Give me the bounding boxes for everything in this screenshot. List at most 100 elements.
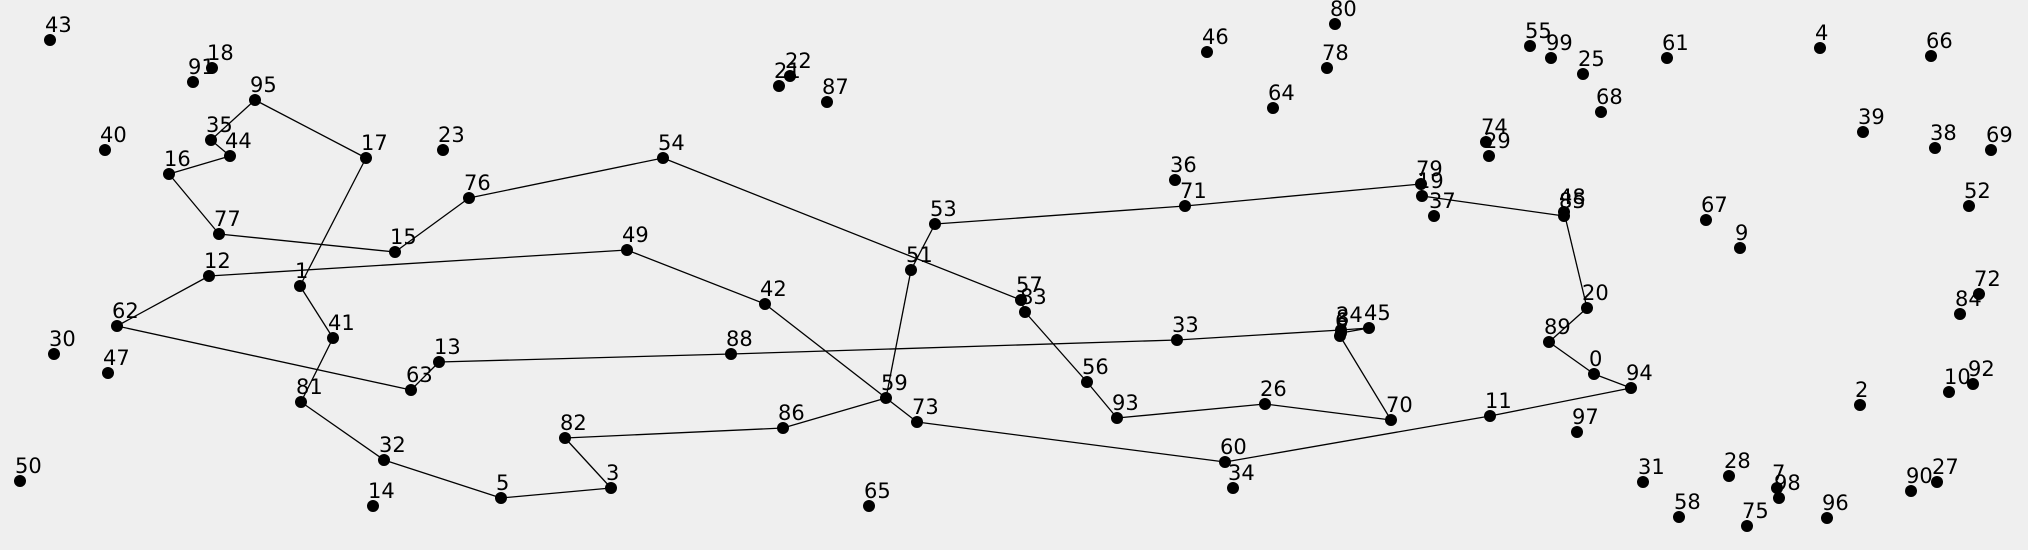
node-98 [1773, 492, 1785, 504]
edge-73-59 [885, 397, 918, 423]
node-18 [206, 62, 218, 74]
node-label-1: 1 [295, 259, 308, 283]
node-label-51: 51 [906, 243, 933, 267]
node-label-21: 21 [774, 59, 801, 83]
node-95 [249, 94, 261, 106]
node-68 [1595, 106, 1607, 118]
node-label-50: 50 [15, 454, 42, 478]
node-5 [495, 492, 507, 504]
node-label-99: 99 [1546, 31, 1573, 55]
node-label-70: 70 [1386, 393, 1413, 417]
edge-59-51 [885, 269, 912, 399]
node-label-2: 2 [1855, 378, 1868, 402]
node-86 [777, 422, 789, 434]
node-67 [1700, 214, 1712, 226]
node-38 [1929, 142, 1941, 154]
node-16 [163, 168, 175, 180]
node-90 [1905, 485, 1917, 497]
node-label-17: 17 [361, 131, 388, 155]
node-label-59: 59 [881, 371, 908, 395]
edge-62-63 [116, 325, 412, 391]
node-label-0: 0 [1589, 347, 1602, 371]
node-53 [929, 218, 941, 230]
node-92 [1967, 378, 1979, 390]
node-label-19: 19 [1417, 169, 1444, 193]
node-33 [1171, 334, 1183, 346]
edge-82-86 [564, 427, 784, 439]
node-99 [1545, 52, 1557, 64]
node-77 [213, 228, 225, 240]
node-label-80: 80 [1330, 0, 1357, 21]
node-label-81: 81 [296, 375, 323, 399]
node-70 [1385, 414, 1397, 426]
node-54 [657, 152, 669, 164]
node-69 [1985, 144, 1997, 156]
node-label-61: 61 [1662, 31, 1689, 55]
edge-49-12 [208, 249, 628, 277]
node-42 [759, 298, 771, 310]
node-label-57: 57 [1016, 273, 1043, 297]
edge-93-56 [1086, 381, 1118, 419]
node-46 [1201, 46, 1213, 58]
node-label-23: 23 [438, 123, 465, 147]
node-label-4: 4 [1815, 21, 1828, 45]
node-label-60: 60 [1220, 435, 1247, 459]
node-label-79: 79 [1416, 157, 1443, 181]
node-label-90: 90 [1906, 464, 1933, 488]
node-label-56: 56 [1082, 355, 1109, 379]
edge-13-88 [438, 353, 732, 363]
edge-33-24 [1176, 329, 1342, 341]
edge-51-53 [910, 223, 936, 271]
edge-layer [116, 99, 1632, 499]
node-0 [1588, 368, 1600, 380]
edge-19-85 [1421, 195, 1565, 217]
node-30 [48, 348, 60, 360]
node-25 [1577, 68, 1589, 80]
node-66 [1925, 50, 1937, 62]
node-91 [187, 76, 199, 88]
edge-3-82 [564, 437, 612, 489]
node-35 [205, 134, 217, 146]
node-9 [1734, 242, 1746, 254]
node-50 [14, 475, 26, 487]
node-75 [1741, 520, 1753, 532]
node-label-40: 40 [100, 123, 127, 147]
node-11 [1484, 410, 1496, 422]
edge-16-44 [168, 155, 231, 175]
node-61 [1661, 52, 1673, 64]
edge-86-59 [782, 397, 887, 429]
node-label-13: 13 [434, 335, 461, 359]
node-55 [1524, 40, 1536, 52]
node-47 [102, 367, 114, 379]
node-26 [1259, 398, 1271, 410]
node-label-22: 22 [785, 49, 812, 73]
node-label-11: 11 [1485, 389, 1512, 413]
node-31 [1637, 476, 1649, 488]
node-label-36: 36 [1170, 153, 1197, 177]
node-label-41: 41 [328, 311, 355, 335]
edge-71-79 [1184, 183, 1422, 207]
node-93 [1111, 412, 1123, 424]
node-78 [1321, 62, 1333, 74]
node-64 [1267, 102, 1279, 114]
node-label-96: 96 [1822, 491, 1849, 515]
edge-11-60 [1224, 415, 1491, 463]
edge-32-5 [383, 459, 502, 499]
node-label-8: 8 [1336, 306, 1349, 330]
edge-5-3 [500, 487, 612, 499]
node-22 [784, 70, 796, 82]
node-label-3: 3 [606, 461, 619, 485]
node-84 [1954, 308, 1966, 320]
node-label-28: 28 [1724, 449, 1751, 473]
node-label-15: 15 [390, 225, 417, 249]
node-label-14: 14 [368, 479, 395, 503]
edge-56-83 [1024, 311, 1088, 383]
node-label-95: 95 [250, 73, 277, 97]
node-label-89: 89 [1544, 315, 1571, 339]
node-label-34: 34 [1228, 461, 1255, 485]
node-20 [1581, 302, 1593, 314]
node-label-26: 26 [1260, 377, 1287, 401]
node-17 [360, 152, 372, 164]
node-label-58: 58 [1674, 490, 1701, 514]
